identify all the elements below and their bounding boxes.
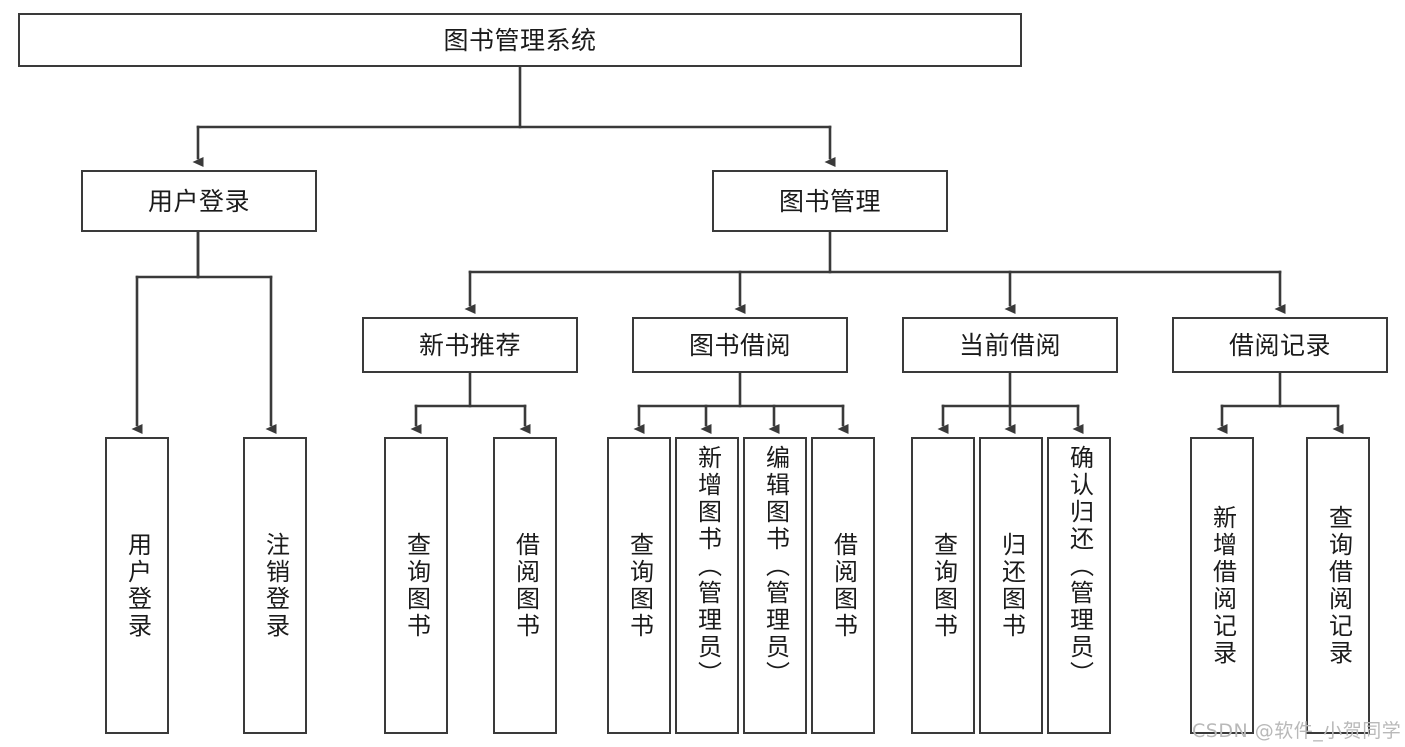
node-label: 借阅图书 — [829, 531, 858, 640]
node-user-login[interactable]: 用户登录 — [81, 170, 317, 232]
node-label: 新书推荐 — [418, 330, 521, 360]
leaf-edit-book-admin[interactable]: 编辑图书（管理员） — [743, 437, 807, 734]
node-label: 借阅记录 — [1228, 330, 1331, 360]
node-label: 查询图书 — [929, 531, 958, 640]
node-label: 查询借阅记录 — [1324, 504, 1353, 667]
node-label: 确认归还（管理员） — [1065, 445, 1094, 688]
leaf-add-borrow-record[interactable]: 新增借阅记录 — [1190, 437, 1254, 734]
node-book-management[interactable]: 图书管理 — [712, 170, 948, 232]
leaf-borrow-book[interactable]: 借阅图书 — [811, 437, 875, 734]
node-label: 用户登录 — [123, 531, 152, 640]
node-label: 图书管理系统 — [443, 25, 597, 55]
node-borrow-records[interactable]: 借阅记录 — [1172, 317, 1388, 373]
node-label: 图书借阅 — [688, 330, 791, 360]
leaf-add-book-admin[interactable]: 新增图书（管理员） — [675, 437, 739, 734]
node-label: 新增图书（管理员） — [693, 445, 722, 688]
leaf-query-borrow-record[interactable]: 查询借阅记录 — [1306, 437, 1370, 734]
node-label: 新增借阅记录 — [1208, 504, 1237, 667]
node-label: 查询图书 — [402, 531, 431, 640]
node-root-system[interactable]: 图书管理系统 — [18, 13, 1022, 67]
leaf-query-book-recommend[interactable]: 查询图书 — [384, 437, 448, 734]
leaf-query-book-current[interactable]: 查询图书 — [911, 437, 975, 734]
leaf-borrow-book-recommend[interactable]: 借阅图书 — [493, 437, 557, 734]
node-label: 查询图书 — [625, 531, 654, 640]
leaf-user-logout[interactable]: 注销登录 — [243, 437, 307, 734]
node-book-borrow[interactable]: 图书借阅 — [632, 317, 848, 373]
node-label: 用户登录 — [147, 186, 250, 216]
watermark-text: CSDN @软件_小贺同学 — [1192, 720, 1402, 742]
node-label: 当前借阅 — [958, 330, 1061, 360]
node-new-book-recommend[interactable]: 新书推荐 — [362, 317, 578, 373]
leaf-return-book[interactable]: 归还图书 — [979, 437, 1043, 734]
leaf-user-login[interactable]: 用户登录 — [105, 437, 169, 734]
leaf-confirm-return-admin[interactable]: 确认归还（管理员） — [1047, 437, 1111, 734]
node-label: 借阅图书 — [511, 531, 540, 640]
node-label: 编辑图书（管理员） — [761, 445, 790, 688]
leaf-query-book-borrow[interactable]: 查询图书 — [607, 437, 671, 734]
node-current-borrow[interactable]: 当前借阅 — [902, 317, 1118, 373]
node-label: 注销登录 — [261, 531, 290, 640]
node-label: 归还图书 — [997, 531, 1026, 640]
node-label: 图书管理 — [778, 186, 881, 216]
